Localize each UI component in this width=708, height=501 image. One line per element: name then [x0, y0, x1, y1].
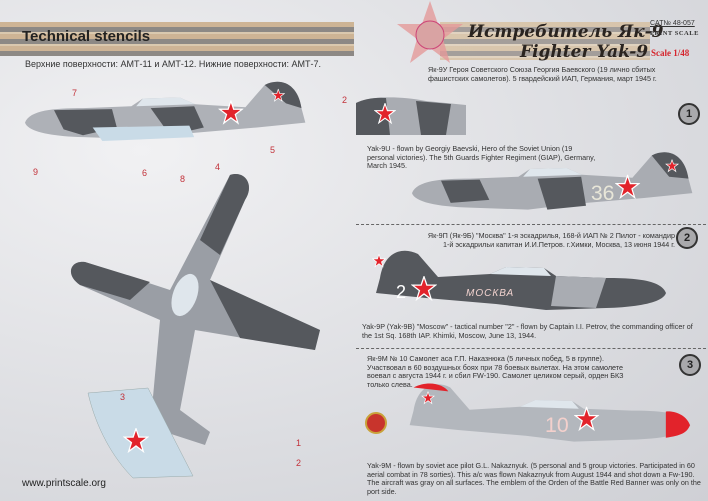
- profile-1-number: 1: [678, 103, 700, 125]
- profile-1-text-ru: Як-9У Героя Советского Союза Георгия Бае…: [428, 65, 657, 83]
- ribbon-band-right: [440, 22, 650, 60]
- stencil-side-profile: [25, 81, 315, 142]
- callout-6: 6: [142, 168, 148, 178]
- wing-underside-detail: [87, 387, 194, 479]
- paint-note: Верхние поверхности: АМТ-11 и АМТ-12. Ни…: [25, 59, 322, 69]
- tactical-number-2: 2: [396, 282, 406, 302]
- profile-3-text-en: Yak-9M - flown by soviet ace pilot G.L. …: [367, 461, 701, 496]
- callout-1: 1: [296, 438, 302, 448]
- scale-label: Scale 1/48: [651, 48, 690, 58]
- inscription-moskva: МОСКВА: [466, 288, 514, 299]
- profile-2-number: 2: [676, 227, 698, 249]
- callout-4: 4: [215, 162, 221, 172]
- callout-5: 5: [270, 145, 276, 155]
- callout-3: 3: [120, 392, 126, 402]
- tactical-number-10: 10: [545, 413, 569, 437]
- order-star-emblem: [397, 1, 463, 63]
- callout-2: 2: [342, 95, 348, 105]
- divider: [356, 348, 706, 349]
- profile-2-text-ru: Як-9П (Як-9Б) "Москва" 1-я эскадрилья, 1…: [427, 231, 675, 249]
- callout-7: 7: [72, 88, 78, 98]
- ribbon-band: [0, 22, 354, 56]
- order-red-banner-emblem: [365, 412, 387, 434]
- profile-2-text-en: Yak-9P (Yak-9B) "Moscow" - tactical numb…: [362, 322, 693, 340]
- title-en: Fighter Yak-9: [520, 42, 649, 62]
- profile-3-plane: 10: [400, 383, 690, 453]
- profile-3-text-ru: Як-9М № 10 Самолет аса Г.П. Наказнюка (5…: [367, 354, 624, 389]
- top-view-plane: [70, 174, 320, 446]
- page-title: Technical stencils: [22, 28, 151, 45]
- website-link[interactable]: www.printscale.org: [22, 478, 106, 489]
- profile-1-plane-left: [356, 97, 466, 135]
- callout-9: 9: [33, 167, 39, 177]
- tactical-number-36: 36: [591, 181, 615, 205]
- callout-8: 8: [180, 174, 186, 184]
- profile-2-plane: 2 МОСКВА: [372, 248, 666, 318]
- profile-3-number: 3: [679, 354, 701, 376]
- profile-1-plane: 36: [412, 152, 702, 210]
- title-ru: Истребитель Як-9: [468, 22, 664, 42]
- catalog-number: CAT№ 48-057: [650, 20, 695, 27]
- brand-logo: PRINT SCALE: [650, 30, 699, 37]
- profile-1-text-en: Yak-9U - flown by Georgiy Baevski, Hero …: [367, 144, 596, 171]
- callout-2b: 2: [296, 458, 302, 468]
- divider: [356, 224, 706, 225]
